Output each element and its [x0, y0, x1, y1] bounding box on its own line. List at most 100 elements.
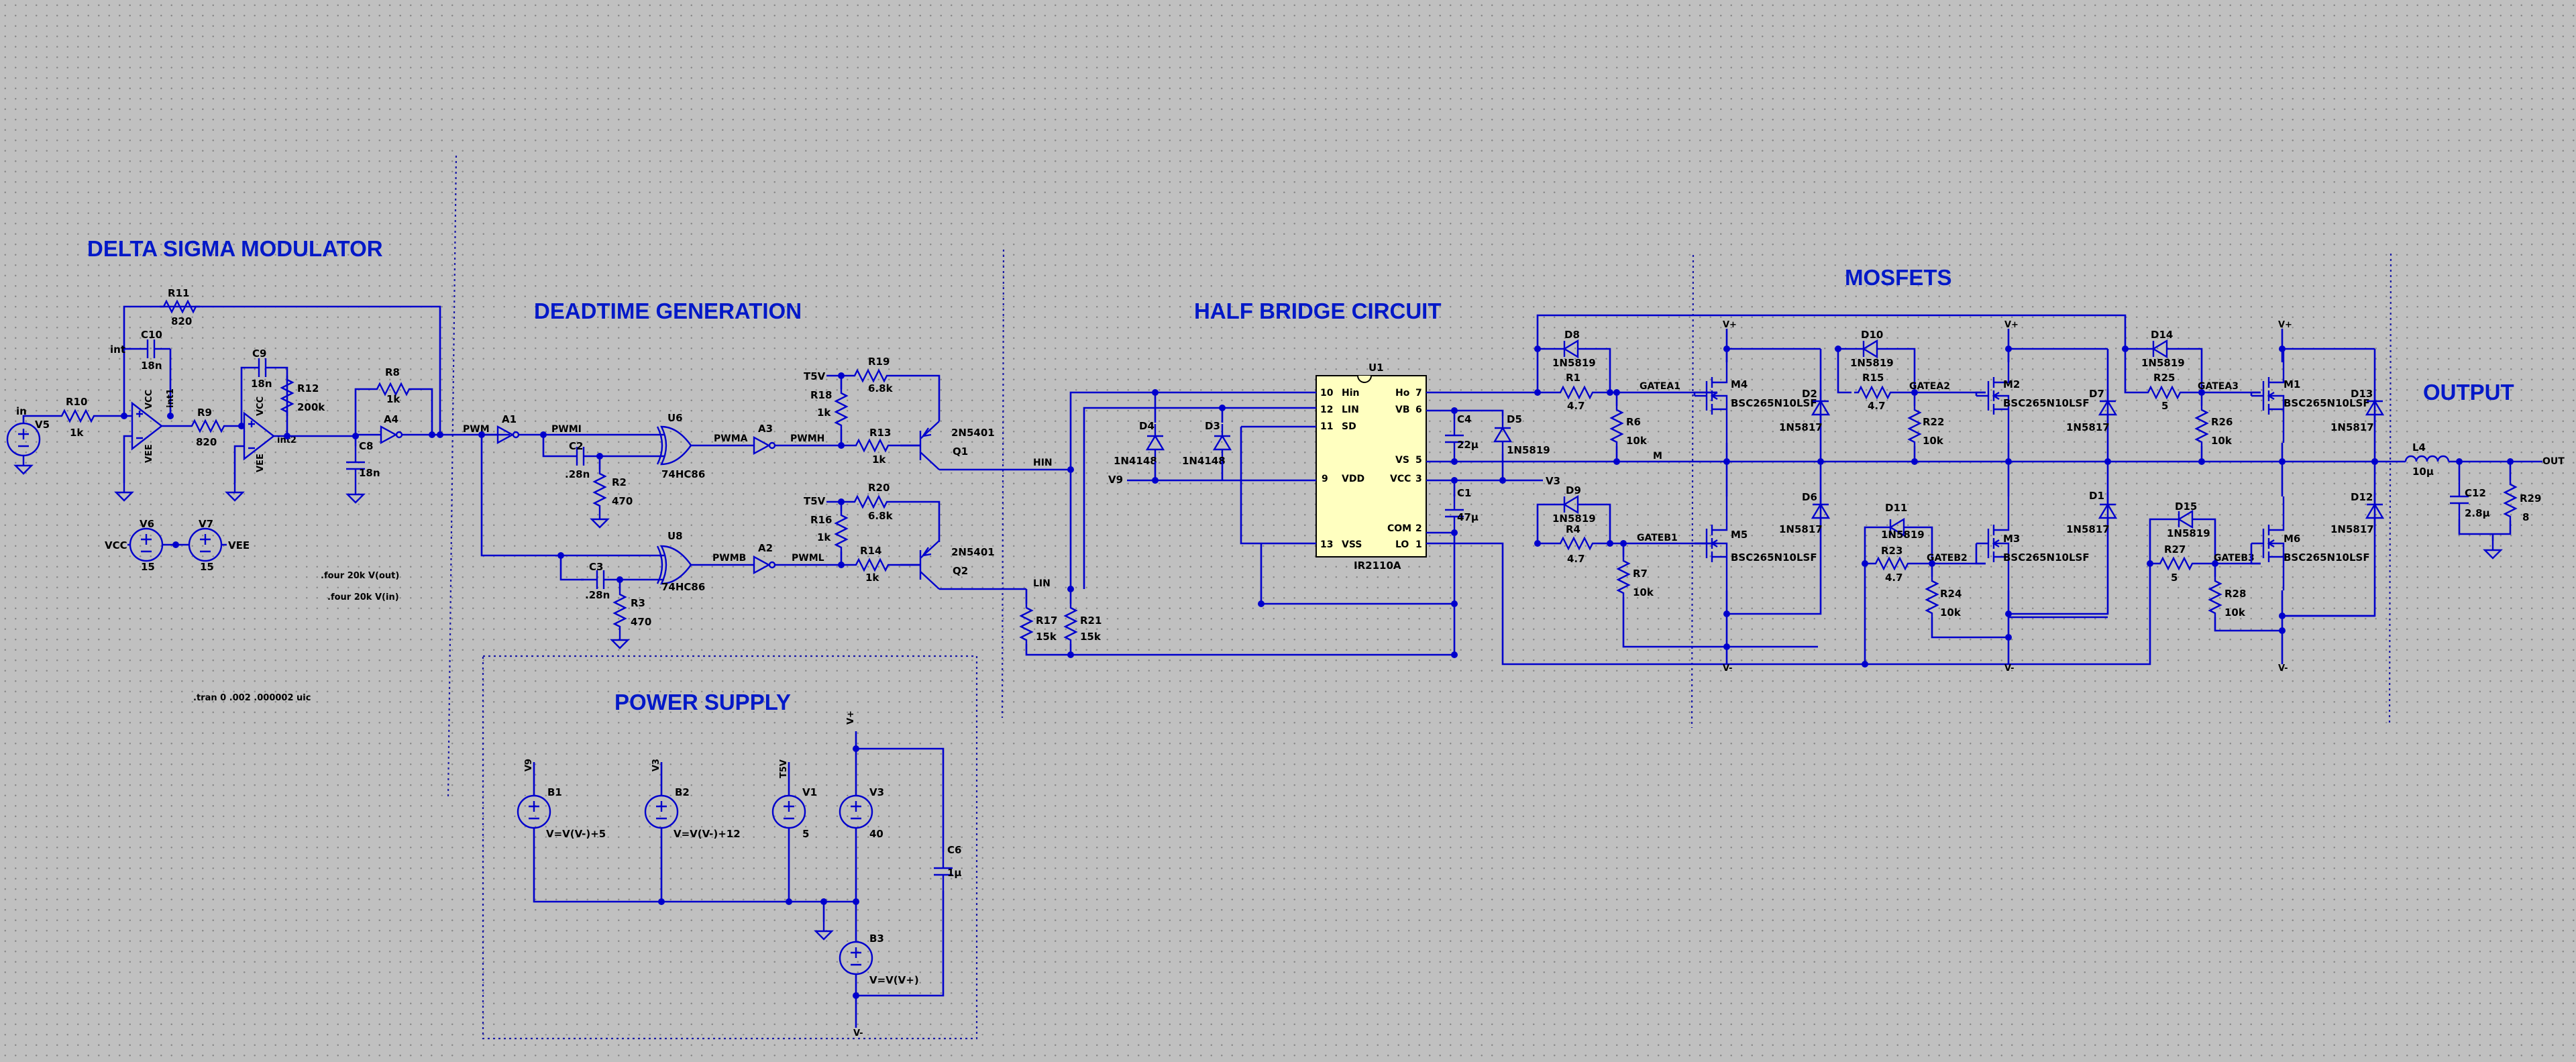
b2-source[interactable]	[644, 794, 679, 829]
u1-pin: 1	[1415, 539, 1422, 550]
m1-mosfet[interactable]	[2250, 348, 2285, 444]
r18-value: 1k	[817, 407, 831, 419]
m6-mosfet[interactable]	[2250, 495, 2285, 592]
d4-label: D4	[1139, 420, 1155, 432]
r27-resistor[interactable]	[2155, 557, 2198, 570]
d3-part: 1N4148	[1182, 455, 1226, 467]
r25-value: 5	[2161, 400, 2168, 412]
u1-pin: Hin	[1342, 388, 1359, 399]
r9-resistor[interactable]	[186, 419, 229, 433]
r10-value: 1k	[70, 427, 84, 439]
v3-net-label: V3	[1546, 475, 1560, 487]
r29-resistor[interactable]	[2504, 479, 2517, 522]
c10-capacitor[interactable]	[130, 338, 172, 360]
q1-transistor[interactable]	[899, 420, 941, 471]
d10-diode[interactable]	[1850, 339, 1890, 358]
u1-part: IR2110A	[1354, 560, 1401, 572]
d15-diode[interactable]	[2165, 510, 2206, 529]
d14-part: 1N5819	[2141, 357, 2185, 369]
c3-capacitor[interactable]	[580, 569, 621, 590]
vee-pin-label: VEE	[144, 444, 154, 463]
r13-resistor[interactable]	[851, 439, 894, 452]
r21-resistor[interactable]	[1064, 602, 1077, 645]
gatea1-net-label: GATEA1	[1640, 381, 1680, 392]
r17-resistor[interactable]	[1020, 602, 1033, 645]
r23-resistor[interactable]	[1870, 557, 1913, 570]
r20-resistor[interactable]	[849, 495, 892, 509]
gatea3-net-label: GATEA3	[2198, 381, 2239, 392]
r6-resistor[interactable]	[1610, 405, 1623, 447]
opamp-2[interactable]	[243, 412, 275, 460]
r24-resistor[interactable]	[1925, 576, 1939, 619]
four-out-directive[interactable]: .four 20k V(out)	[321, 571, 399, 581]
opamp-1[interactable]	[131, 402, 163, 450]
r7-label: R7	[1633, 568, 1648, 580]
d8-diode[interactable]	[1551, 339, 1591, 358]
pwmi-net-label: PWMI	[551, 424, 582, 435]
r3-resistor[interactable]	[613, 589, 627, 632]
c10-value: 18n	[141, 360, 162, 372]
r28-value: 10k	[2224, 606, 2246, 619]
four-in-directive[interactable]: .four 20k V(in)	[327, 592, 399, 602]
a2-inverter[interactable]	[753, 555, 776, 574]
r4-label: R4	[1566, 523, 1580, 535]
int-net-label: int	[110, 343, 125, 356]
d14-diode[interactable]	[2140, 339, 2180, 358]
output-filter[interactable]: L4 10µ C12 2.8µ R29 8 OUT	[2371, 441, 2565, 560]
ground-symbol	[225, 482, 244, 502]
v3-source[interactable]	[839, 794, 873, 829]
r7-value: 10k	[1633, 586, 1654, 598]
r25-resistor[interactable]	[2143, 386, 2186, 399]
l4-inductor[interactable]	[2404, 455, 2450, 462]
a4-inverter[interactable]	[380, 425, 403, 444]
v6-source[interactable]	[129, 527, 164, 562]
v7-source[interactable]	[188, 527, 223, 562]
d15-label: D15	[2175, 500, 2197, 513]
power-supply[interactable]: V9 V3 T5V V+ B1 V=V(V-)+5 B2 V=V(V-)+12 …	[517, 710, 961, 1039]
deadtime-generation[interactable]: PWM A1 PWMI C2 .28n R2 470 U6 74HC86 PWM…	[463, 356, 1071, 649]
r11-label: R11	[168, 287, 189, 299]
u8-xor-gate[interactable]	[656, 545, 692, 585]
v1-source[interactable]	[771, 794, 806, 829]
b1-net-label: V9	[524, 759, 534, 772]
a3-inverter[interactable]	[753, 436, 776, 455]
d1-label: D1	[2089, 490, 2104, 502]
q2-transistor[interactable]	[899, 539, 941, 590]
r7-resistor[interactable]	[1617, 555, 1630, 598]
r19-resistor[interactable]	[849, 369, 892, 382]
tran-directive[interactable]: .tran 0 .002 .000002 uic	[193, 693, 311, 703]
r15-resistor[interactable]	[1853, 386, 1896, 399]
c9-capacitor[interactable]	[241, 357, 283, 378]
r28-resistor[interactable]	[2208, 576, 2222, 619]
mosfet-bridge[interactable]: V+ V+ V+ V- V- V- M4 BSC265N10LSF M5 BSC…	[1693, 320, 2384, 674]
r14-resistor[interactable]	[851, 558, 894, 572]
delta-sigma-modulator[interactable]: in V5 R10 1k R11 820 int C10 18n VCC VEE…	[6, 287, 510, 703]
r22-resistor[interactable]	[1908, 405, 1921, 447]
c3-label: C3	[589, 561, 603, 573]
vminus-label: V-	[2278, 663, 2288, 674]
r4-resistor[interactable]	[1555, 537, 1598, 550]
c4-label: C4	[1457, 413, 1471, 425]
b3-source[interactable]	[839, 941, 873, 975]
r21-label: R21	[1080, 615, 1102, 627]
u1-pin: VSS	[1342, 539, 1362, 550]
d9-diode[interactable]	[1551, 495, 1591, 514]
m4-mosfet[interactable]	[1693, 348, 1728, 444]
v6-label: V6	[140, 518, 154, 530]
r18-resistor[interactable]	[835, 388, 848, 431]
r1-resistor[interactable]	[1555, 386, 1598, 399]
r10-resistor[interactable]	[56, 409, 99, 423]
u6-xor-gate[interactable]	[656, 425, 692, 466]
b1-source[interactable]	[517, 794, 551, 829]
c4-value: 22µ	[1457, 439, 1479, 451]
r26-resistor[interactable]	[2195, 405, 2208, 447]
b2-expr: V=V(V-)+12	[674, 828, 741, 840]
r16-resistor[interactable]	[835, 510, 848, 553]
r2-resistor[interactable]	[593, 468, 606, 511]
r1-value: 4.7	[1567, 400, 1585, 412]
r12-value: 200k	[297, 401, 325, 413]
m2-mosfet[interactable]	[1975, 348, 2010, 444]
v1-value: 5	[802, 828, 809, 840]
